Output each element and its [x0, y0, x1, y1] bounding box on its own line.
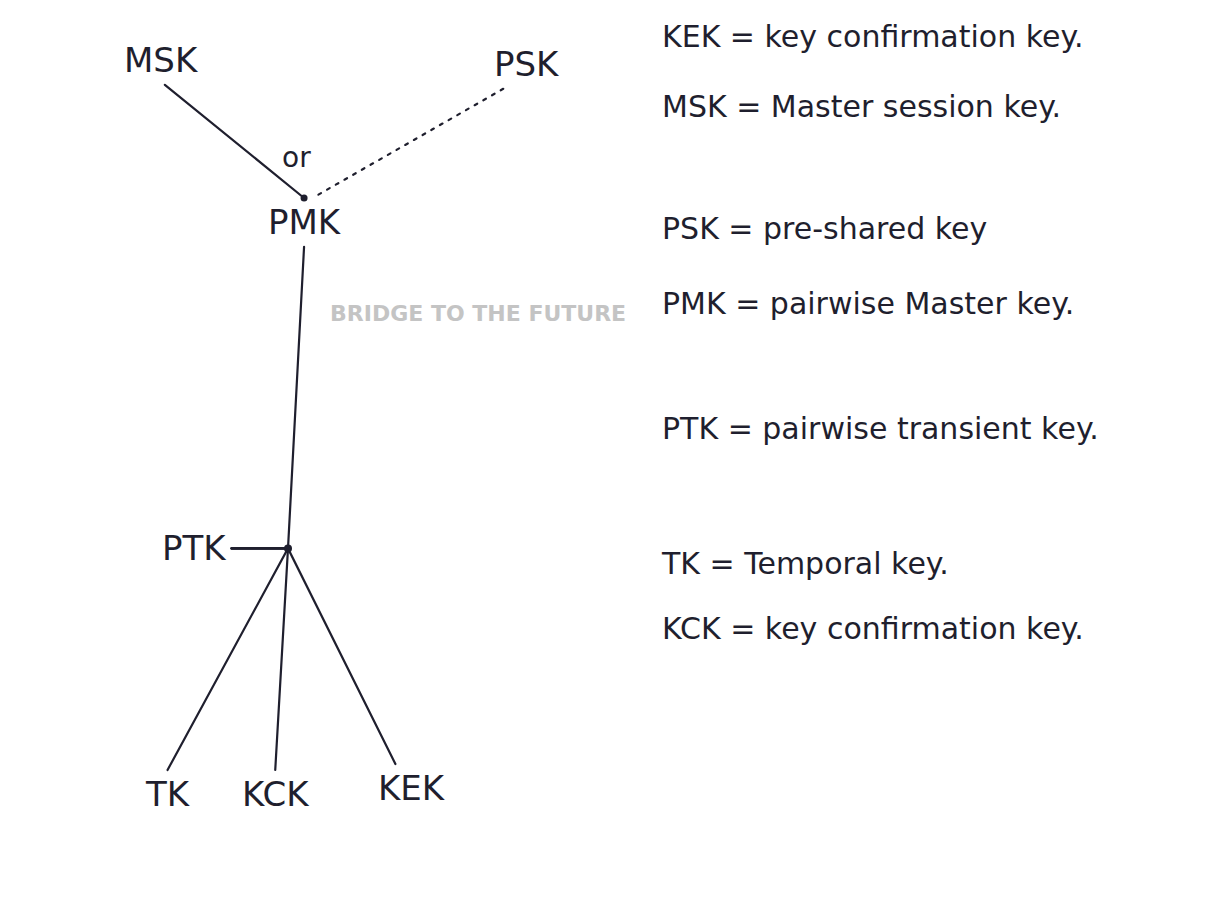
junction-dot — [284, 544, 292, 552]
key-derivation-line — [168, 548, 288, 770]
definition-note: KCK = key confirmation key. — [662, 610, 1212, 648]
key-name: PMK — [268, 202, 340, 243]
definition-note: KEK = key confirmation key. — [662, 18, 1212, 56]
definition-note: PMK = pairwise Master key. — [662, 285, 1212, 323]
key-name: PSK — [494, 44, 558, 85]
key-derivation-line — [232, 548, 396, 764]
watermark: BRIDGE TO THE FUTURE — [330, 300, 660, 328]
key-derivation-line — [312, 89, 503, 198]
key-node: PTK — [156, 524, 232, 573]
definition-note: PSK = pre-shared key — [662, 210, 1212, 248]
key-node: TK — [140, 770, 195, 819]
key-node: PMK — [262, 198, 346, 247]
or-note: or — [282, 140, 342, 175]
definition-note: PTK = pairwise transient key. — [662, 410, 1212, 448]
key-name: TK — [146, 774, 189, 815]
key-node: MSK — [118, 36, 203, 85]
junction-dot — [301, 195, 308, 202]
key-name: MSK — [124, 40, 197, 81]
key-node: PSK — [488, 40, 564, 89]
key-node: KCK — [236, 770, 314, 819]
key-name: KEK — [378, 768, 444, 809]
definition-note: TK = Temporal key. — [662, 545, 1212, 583]
key-derivation-line — [232, 548, 288, 770]
key-name: PTK — [162, 528, 226, 569]
key-name: KCK — [242, 774, 308, 815]
definition-note: MSK = Master session key. — [662, 88, 1212, 126]
key-node: KEK — [372, 764, 450, 813]
key-derivation-line — [232, 247, 304, 549]
